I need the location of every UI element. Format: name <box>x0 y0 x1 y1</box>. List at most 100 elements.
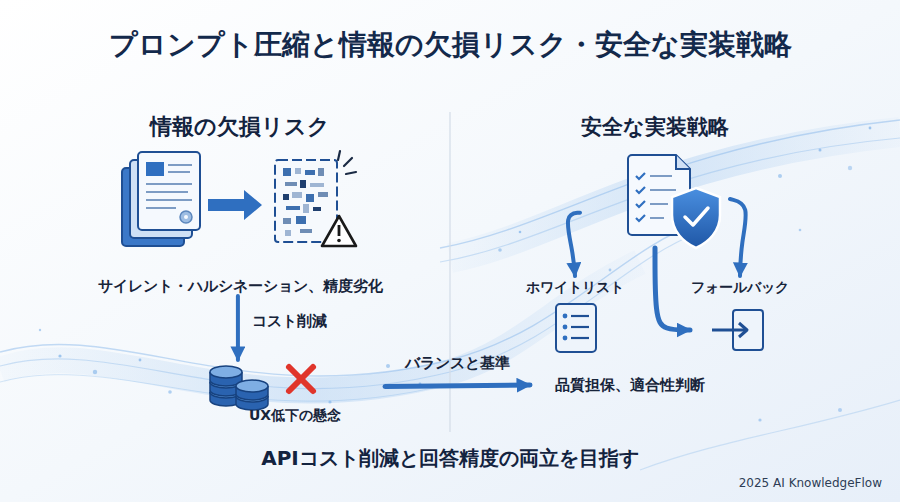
list-icon-part <box>571 315 589 317</box>
corrupted-document-icon-part <box>283 168 291 176</box>
corrupted-document-icon-part <box>306 194 314 202</box>
coin-stack-icon <box>210 366 268 410</box>
sparkle-dots-part <box>519 231 522 234</box>
checked-document-icon-part <box>650 203 668 205</box>
corrupted-document-icon-part <box>318 168 324 176</box>
checked-document-icon-part <box>636 173 645 179</box>
sparkle-dots-part <box>758 418 761 421</box>
warning-symbol-part <box>337 239 341 243</box>
checked-document-icon-part <box>650 217 664 219</box>
checked-document-icon-part <box>636 215 645 221</box>
corrupted-document-icon-part <box>313 207 321 211</box>
sparkle-dots-part <box>869 127 872 130</box>
connector-arrow <box>236 296 240 360</box>
transform-arrow <box>208 190 262 220</box>
corrupted-document-icon-part <box>296 216 306 224</box>
corrupted-document-icon-part <box>295 168 301 174</box>
checked-document-icon-part <box>650 189 676 191</box>
concern-node: UX低下の懸念 <box>205 360 385 426</box>
corrupted-document-icon-part <box>338 151 340 160</box>
shield-symbol <box>672 188 720 248</box>
checked-document-icon-part <box>650 175 672 177</box>
sparkle-dots <box>39 127 872 422</box>
corrupted-document-icon-part <box>283 218 291 224</box>
red-cross-mark-part <box>289 367 313 391</box>
fallback-icon-part <box>739 323 747 337</box>
list-icon-part <box>571 326 589 328</box>
risk-group: 情報の欠損リスクサイレント・ハルシネーション、精度劣化 <box>90 112 390 296</box>
corrupted-document-icon-part <box>303 204 309 213</box>
node-label: UX低下の懸念 <box>249 404 341 426</box>
risk-caption: サイレント・ハルシネーション、精度劣化 <box>98 276 383 296</box>
wave-decoration-part <box>640 400 900 470</box>
section-heading: 情報の欠損リスク <box>150 112 330 142</box>
corrupted-document-icon-part <box>346 172 356 174</box>
document-stack-icon <box>122 152 200 246</box>
corrupted-document-icon-part <box>275 160 337 242</box>
sparkle-dots-part <box>838 408 842 412</box>
fallback-icon-part <box>712 329 746 332</box>
sparkle-dots-part <box>419 383 422 386</box>
list-icon-part <box>563 325 568 330</box>
sparkle-dots-part <box>58 354 61 357</box>
sparkle-dots-part <box>168 390 172 394</box>
sparkle-dots-part <box>93 370 97 374</box>
checked-document-icon-part <box>636 187 645 193</box>
wave-decoration-part <box>440 120 900 248</box>
document-stack-icon-part <box>146 183 192 185</box>
wave-decoration-part <box>0 262 640 391</box>
node-label: 品質担保、適合性判断 <box>555 374 705 396</box>
warning-symbol-part <box>322 216 356 246</box>
fallback-icon <box>712 310 763 350</box>
list-icon <box>556 304 596 352</box>
list-icon-part <box>556 304 596 352</box>
corrupted-document-icon-part <box>292 192 302 198</box>
watermark-text: 2025 AI KnowledgeFlow <box>739 475 882 491</box>
sparkle-dots-part <box>799 229 802 232</box>
corrupted-document-icon-part <box>283 194 289 200</box>
connector-label: バランスと基準 <box>405 352 510 374</box>
sparkle-dots-part <box>39 329 41 331</box>
fallback-node: フォールバック <box>690 276 790 356</box>
connector-arrow <box>568 213 580 276</box>
wave-decoration-part <box>450 132 900 258</box>
connector-label: コスト削減 <box>252 310 327 332</box>
section-heading: 安全な実装戦略 <box>581 112 729 142</box>
panel-divider <box>449 112 450 432</box>
sparkle-dots-part <box>848 166 852 170</box>
document-stack-icon-part <box>138 152 200 230</box>
corrupted-document-icon-part <box>285 230 291 236</box>
whitelist-node: ホワイトリスト <box>525 276 625 356</box>
red-cross-mark <box>289 367 313 391</box>
node-label: フォールバック <box>691 276 789 298</box>
document-stack-icon-part <box>146 191 188 193</box>
document-stack-icon-part <box>146 199 192 201</box>
sparkle-dots-part <box>819 149 822 152</box>
warning-symbol-part <box>338 225 341 236</box>
corrupted-document-icon-part <box>318 192 328 197</box>
wave-decoration-part <box>440 138 900 262</box>
shield-symbol-part <box>685 208 708 225</box>
sparkle-dots-part <box>498 248 502 252</box>
corrupted-document-icon-part <box>344 158 352 166</box>
sparkle-dots-part <box>386 364 390 368</box>
sparkle-dots-part <box>609 269 612 272</box>
sparkle-dots-part <box>139 359 142 362</box>
document-stack-icon-part <box>168 164 192 166</box>
corrupted-document-icon-part <box>310 183 324 187</box>
shield-symbol-part <box>672 188 720 248</box>
document-stack-icon-part <box>180 211 192 223</box>
sparkle-dots-part <box>328 400 331 403</box>
checked-document-icon-part <box>676 155 690 169</box>
sparkle-dots-part <box>778 174 782 178</box>
checked-document-icon-part <box>636 201 645 207</box>
document-stack-icon-part <box>146 162 164 176</box>
corrupted-document-icon-part <box>286 206 300 210</box>
outcome-node: 品質担保、適合性判断 <box>530 372 730 398</box>
diagram-caption: APIコスト削減と回答精度の両立を目指す <box>0 444 900 472</box>
corrupted-document-icon-part <box>300 229 312 233</box>
strategy-group: 安全な実装戦略 <box>580 112 730 248</box>
connector-arrow <box>655 248 690 330</box>
